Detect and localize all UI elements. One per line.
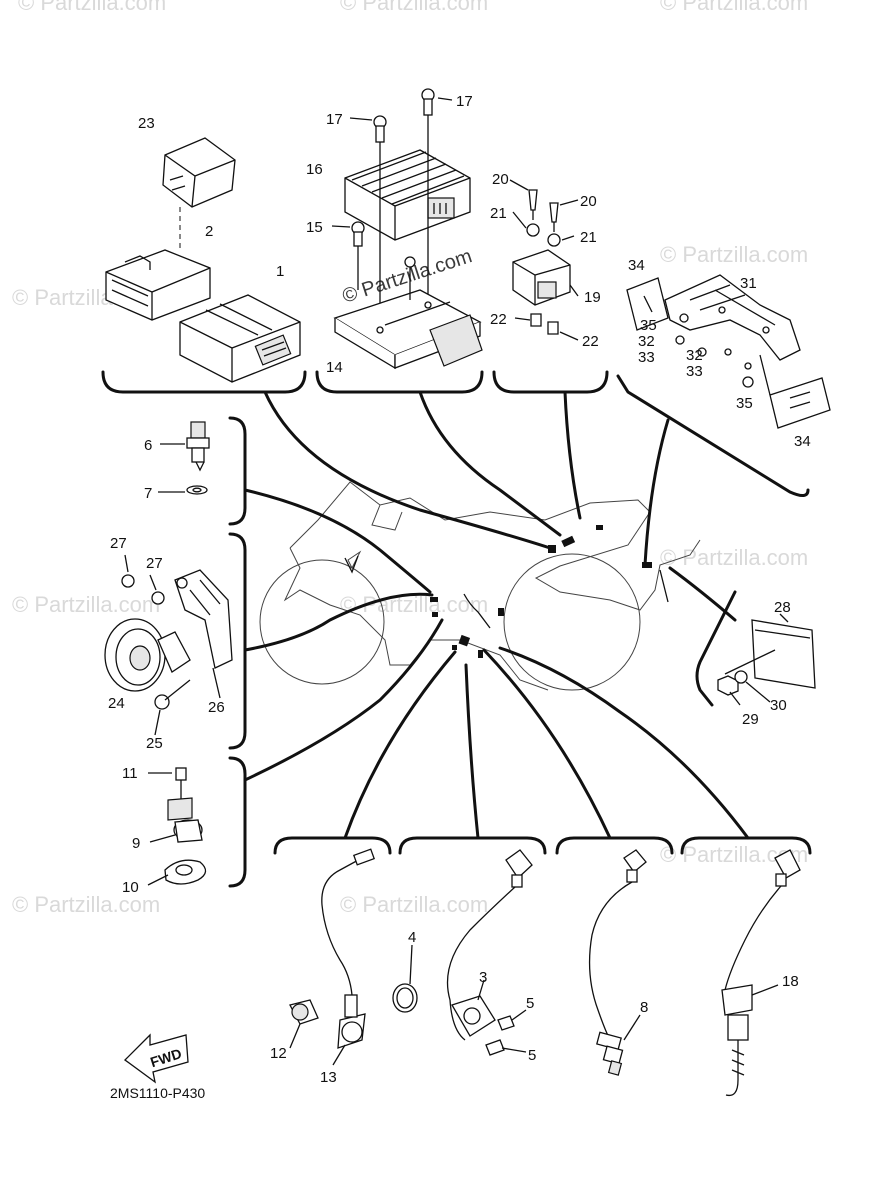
callout-35b: 35 [736,395,753,412]
callout-12: 12 [270,1045,287,1062]
callout-13: 13 [320,1069,337,1086]
callout-22a: 22 [490,311,507,328]
callout-31: 31 [740,275,757,292]
part-24-horn [104,554,233,736]
callout-20b: 20 [580,193,597,210]
callout-3: 3 [479,969,487,986]
part-19-starter-relay [509,179,579,341]
part-17-bolts [349,88,453,143]
callout-33a: 33 [638,349,655,366]
callout-labels: 1 2 3 4 5 5 6 7 8 9 10 11 12 13 14 15 16… [108,93,811,1086]
part-23-relay [162,137,236,250]
callout-8: 8 [640,999,648,1016]
callout-9: 9 [132,835,140,852]
part-13-sensor-harness [289,848,376,1066]
callout-27b: 27 [146,555,163,572]
group-brackets [101,370,812,888]
watermark-text: © Partzilla.com [340,0,488,15]
callout-32b: 32 [686,347,703,364]
watermark-text: © Partzilla.com [660,0,808,15]
part-2-holder [105,249,211,321]
callout-30: 30 [770,697,787,714]
part-18-switch [721,849,801,1097]
callout-27a: 27 [110,535,127,552]
part-1-ecu [179,294,301,383]
callout-34a: 34 [628,257,645,274]
callout-16: 16 [306,161,323,178]
watermark-text: © Partzilla.com [18,0,166,15]
callout-5a: 5 [526,995,534,1012]
part-15-bolt [331,221,365,290]
callout-6: 6 [144,437,152,454]
callout-17a: 17 [326,111,343,128]
callout-11: 11 [122,765,138,782]
callout-34b: 34 [794,433,811,450]
callout-23: 23 [138,115,155,132]
callout-29: 29 [742,711,759,728]
callout-17b: 17 [456,93,473,110]
callout-14: 14 [326,359,343,376]
part-31-bracket [626,274,831,429]
part-14-bracket [333,256,483,370]
watermark-text: © Partzilla.com [340,892,488,917]
callout-7: 7 [144,485,152,502]
callout-33b: 33 [686,363,703,380]
callout-20a: 20 [492,171,509,188]
callout-26: 26 [208,699,225,716]
callout-21a: 21 [490,205,507,222]
watermark-text: © Partzilla.com [12,592,160,617]
callout-10: 10 [122,879,139,896]
part-6-sensor [158,421,210,495]
watermark-text: © Partzilla.com [660,242,808,267]
callout-2: 2 [205,223,213,240]
callout-4: 4 [408,929,416,946]
bike-location-markers [344,525,669,658]
callout-1: 1 [276,263,284,280]
part-9-speed-sensor [147,767,207,886]
callout-24: 24 [108,695,125,712]
callout-18: 18 [782,973,799,990]
callout-19: 19 [584,289,601,306]
callout-32a: 32 [638,333,655,350]
part-3-sensor-harness [392,849,533,1056]
watermark-text: © Partzilla.com [660,545,808,570]
callout-25: 25 [146,735,163,752]
part-28-reflector [717,613,816,706]
drawing-code: 2MS1110-P430 [110,1085,205,1101]
callout-22b: 22 [582,333,599,350]
fwd-arrow-icon: FWD [124,1033,189,1084]
part-8-o2-sensor [588,849,647,1076]
watermark-text: © Partzilla.com [12,892,160,917]
motorcycle-outline [259,481,701,691]
callout-15: 15 [306,219,323,236]
part-16-rectifier [344,112,471,330]
callout-21b: 21 [580,229,597,246]
callout-35a: 35 [640,317,657,334]
callout-28: 28 [774,599,791,616]
callout-5b: 5 [528,1047,536,1064]
